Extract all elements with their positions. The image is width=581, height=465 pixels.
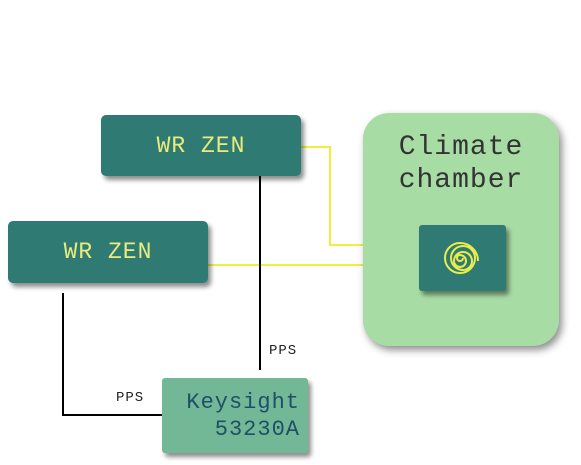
- spiral-icon: [444, 241, 479, 274]
- wr-zen-left-label: WR ZEN: [63, 239, 153, 265]
- wr-zen-top-box: WR ZEN: [101, 115, 301, 176]
- sensor-box: [419, 225, 506, 291]
- keysight-counter-box: Keysight 53230A: [162, 378, 308, 453]
- wr-zen-left-box: WR ZEN: [8, 221, 208, 283]
- pps-label-right: PPS: [269, 343, 298, 359]
- keysight-counter-label: Keysight 53230A: [186, 390, 300, 442]
- pps-line-left: [62, 293, 162, 416]
- wr-zen-top-label: WR ZEN: [156, 132, 246, 159]
- pps-label-left: PPS: [116, 390, 145, 406]
- climate-chamber-label: Climate chamber: [398, 132, 524, 196]
